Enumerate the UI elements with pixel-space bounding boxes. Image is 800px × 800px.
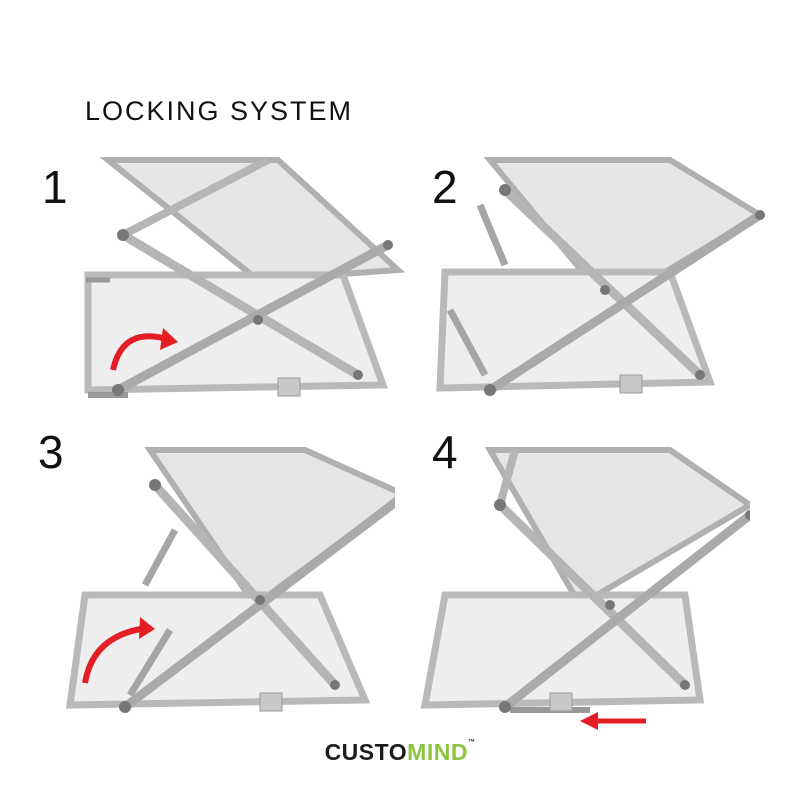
step-number-2: 2 — [432, 161, 458, 213]
curved-arrow-icon — [82, 617, 155, 684]
page-title: LOCKING SYSTEM — [85, 96, 354, 126]
logo-trademark: ™ — [467, 739, 476, 746]
step-4-illustration — [410, 445, 750, 715]
brand-logo: CUSTOMIND™ — [0, 739, 800, 766]
logo-part-1: CUSTO — [324, 739, 408, 765]
step-3-illustration — [55, 445, 395, 715]
left-arrow-icon — [580, 712, 646, 730]
logo-part-2: MIND — [407, 739, 468, 765]
step-number-4: 4 — [432, 426, 458, 478]
curved-arrow-icon — [110, 328, 178, 371]
step-number-1: 1 — [42, 161, 68, 213]
step-2-illustration — [430, 150, 770, 420]
step-1-illustration — [78, 150, 418, 420]
step-number-3: 3 — [38, 426, 64, 478]
